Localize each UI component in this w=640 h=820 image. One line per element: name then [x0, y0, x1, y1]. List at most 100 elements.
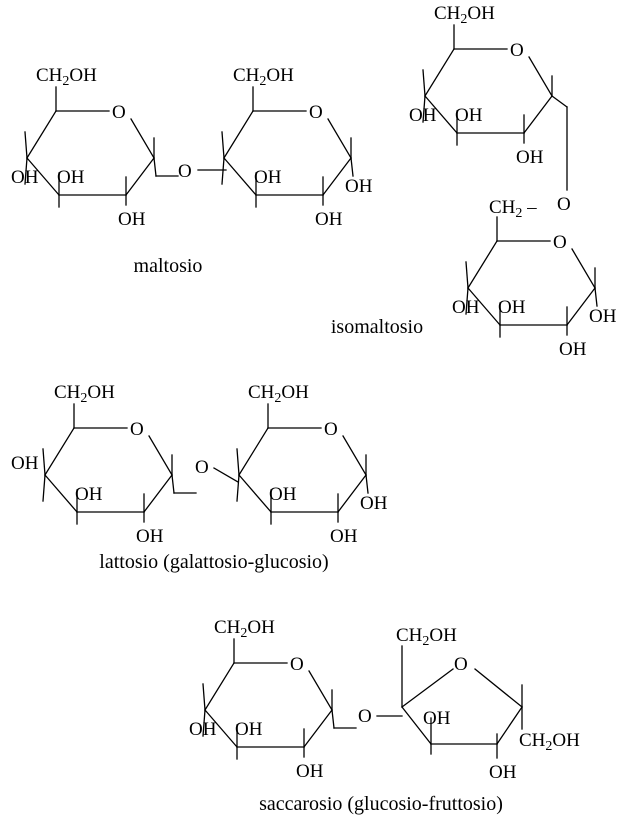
- isomaltosio-glc2-ring-bond: [566, 287, 596, 326]
- lattosio-glc-c1-bond: [365, 474, 369, 494]
- saccarosio-glc-ring-bond: [204, 709, 238, 748]
- saccarosio-fru-ring-bond: [401, 668, 454, 708]
- saccarosio-glc-ring-bond: [308, 670, 333, 711]
- isomaltosio-glc2-c1-oh: OH: [589, 306, 617, 327]
- saccarosio-glc-c4-oh: OH: [189, 719, 217, 740]
- isomaltosio-glc2-ring-bond: [467, 287, 501, 326]
- saccarosio-glc-ring-bond: [303, 709, 333, 748]
- saccarosio-fru-ring-bond: [401, 706, 432, 745]
- lattosio-gal-ring-bond: [143, 474, 173, 513]
- maltosio-glc1-c3-oh: OH: [57, 167, 85, 188]
- maltosio-glc1-ring-bond: [130, 118, 155, 159]
- caption-saccarosio: saccarosio (glucosio-fruttosio): [259, 793, 503, 815]
- isomaltosio-bridge-oxygen: O: [557, 194, 571, 215]
- maltosio-glc1-ring-bond: [125, 157, 155, 196]
- lattosio-gal-c3-oh: OH: [75, 484, 103, 505]
- saccarosio-fru-ch2oh-bottom: CH2OH: [519, 730, 580, 754]
- caption-lattosio: lattosio (galattosio-glucosio): [99, 551, 328, 573]
- isomaltosio-glc2-c4-bond: [465, 287, 469, 315]
- isomaltosio-glc2-c3-oh: OH: [498, 297, 526, 318]
- maltosio-glc1-ring-bond: [26, 157, 60, 196]
- maltosio-glc1-ring-oxygen: O: [112, 102, 126, 123]
- saccarosio-fru-ring-oxygen: O: [454, 654, 468, 675]
- isomaltosio-glc1-ring-oxygen: O: [510, 40, 524, 61]
- lattosio-gal-c4-bond: [42, 474, 46, 502]
- saccarosio-bridge-oxygen: O: [358, 706, 372, 727]
- maltosio-glc2-ring-bond: [223, 157, 257, 196]
- isomaltosio-glc1-c3-oh: OH: [455, 105, 483, 126]
- isomaltosio-glc1-ring-bond: [528, 56, 553, 97]
- isomaltosio-glc2-c4-bond: [465, 261, 469, 289]
- caption-isomaltosio: isomaltosio: [331, 316, 423, 338]
- isomaltosio-glc1-ch2oh-label: CH2OH: [434, 3, 495, 27]
- lattosio-gal-c2-oh: OH: [136, 526, 164, 547]
- lattosio-glc-ring-bond: [238, 474, 272, 513]
- isomaltosio-glc1-c2-oh: OH: [516, 147, 544, 168]
- isomaltosio-glc2-c4-oh: OH: [452, 297, 480, 318]
- isomaltosio-ch2-label: CH2 –: [489, 197, 537, 221]
- saccarosio-glc-c2-oh: OH: [296, 761, 324, 782]
- lattosio-glc-c2-oh: OH: [330, 526, 358, 547]
- saccarosio-fru-c4-oh: OH: [489, 762, 517, 783]
- saccarosio-glc-ch2oh-label: CH2OH: [214, 617, 275, 641]
- saccarosio-glc-c3-oh: OH: [235, 719, 263, 740]
- saccarosio-glc-c1-bond: [331, 709, 335, 729]
- saccarosio-fru-ring-bond: [474, 668, 523, 708]
- maltosio-glc2-ring-oxygen: O: [309, 102, 323, 123]
- maltosio-glc2-c1-oh: OH: [345, 176, 373, 197]
- isomaltosio-glc1-c4-bond: [422, 69, 426, 97]
- isomaltosio-glc2-ring-oxygen: O: [553, 232, 567, 253]
- lattosio-glc-ring-bond: [337, 474, 367, 513]
- maltosio-glc1-c4-oh: OH: [11, 167, 39, 188]
- maltosio-glc1-c1-bond: [153, 157, 157, 177]
- caption-maltosio: maltosio: [134, 255, 203, 277]
- lattosio-glc-ring-bond: [342, 435, 367, 476]
- maltosio-glc2-c2-oh: OH: [315, 209, 343, 230]
- lattosio-bridge-oxygen: O: [195, 457, 209, 478]
- maltosio-glc2-c3-oh: OH: [254, 167, 282, 188]
- saccarosio-fru-ring-bond: [496, 706, 523, 745]
- lattosio-gal-ring-oxygen: O: [130, 419, 144, 440]
- maltosio-glc2-ring-bond: [322, 157, 352, 196]
- lattosio-gal-c4-oh: OH: [11, 453, 39, 474]
- lattosio-gal-ring-bond: [44, 427, 75, 476]
- saccarosio-glc-c4-bond: [202, 709, 206, 737]
- lattosio-glc-ring-bond: [238, 427, 269, 476]
- captions-layer: maltosio isomaltosio lattosio (galattosi…: [99, 255, 503, 815]
- isomaltosio-glc1-c4-bond: [422, 95, 426, 123]
- isomaltosio-glc2-c1-bond: [594, 287, 598, 307]
- maltosio-glc2-c4-bond: [221, 131, 225, 159]
- lattosio-gal-c4-bond: [42, 448, 46, 476]
- maltosio-glc2-c4-bond: [221, 157, 225, 185]
- isomaltosio-glc1-ring-bond: [424, 95, 458, 134]
- saccarosio-glc-ring-oxygen: O: [290, 654, 304, 675]
- isomaltosio-glc2-ring-bond: [467, 240, 498, 289]
- isomaltosio-c1-bond: [551, 95, 568, 108]
- isomaltosio-glc2-ring-bond: [571, 248, 596, 289]
- lattosio-glc-c3-oh: OH: [269, 484, 297, 505]
- lattosio-glc-c4-bond: [236, 448, 240, 476]
- maltosio-glc2-ring-bond: [223, 110, 254, 159]
- lattosio-gal-ch2oh-label: CH2OH: [54, 382, 115, 406]
- maltosio-glc1-ch2oh-label: CH2OH: [36, 65, 97, 89]
- saccarosio-fru-c3-oh: OH: [423, 708, 451, 729]
- maltosio-glc1-ring-bond: [26, 110, 57, 159]
- lattosio-glycosidic-bond: [213, 467, 239, 483]
- lattosio-gal-ring-bond: [44, 474, 78, 513]
- maltosio-glc1-c4-bond: [24, 131, 28, 159]
- isomaltosio-glc1-ring-bond: [523, 95, 553, 134]
- lattosio-glc-ring-oxygen: O: [324, 419, 338, 440]
- maltosio-bridge-oxygen: O: [178, 161, 192, 182]
- lattosio-gal-c1-bond: [171, 474, 175, 494]
- maltosio-glc1-c2-oh: OH: [118, 209, 146, 230]
- lattosio-glc-c1-oh: OH: [360, 493, 388, 514]
- lattosio-glc-c4-bond: [236, 474, 240, 502]
- isomaltosio-glc1-ring-bond: [424, 48, 455, 97]
- bonds-layer: [24, 24, 598, 760]
- isomaltosio-glc1-c4-oh: OH: [409, 105, 437, 126]
- maltosio-glc1-c4-bond: [24, 157, 28, 185]
- maltosio-glc2-c1-bond: [350, 157, 354, 177]
- saccarosio-glc-c4-bond: [202, 683, 206, 711]
